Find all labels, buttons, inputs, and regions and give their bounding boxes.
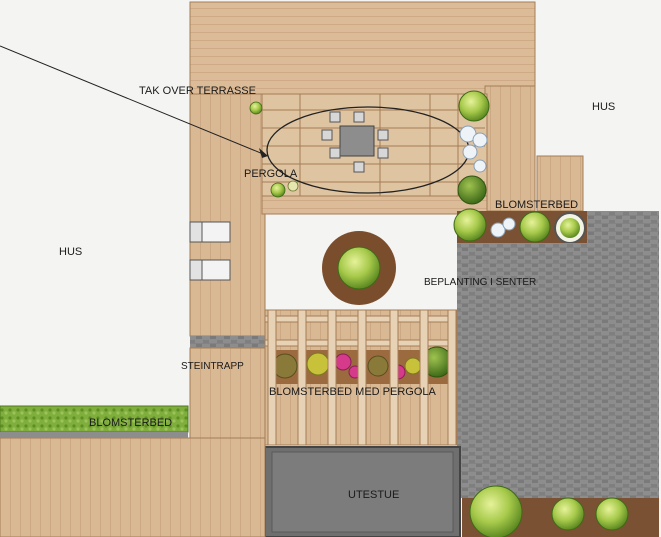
label-hus-right: HUS	[592, 101, 615, 113]
lounge-chairs	[189, 221, 231, 281]
utestue-roof	[271, 451, 454, 533]
small-plant	[249, 101, 263, 115]
label-hus-left: HUS	[59, 246, 82, 258]
small-step	[536, 155, 584, 212]
label-utestue: UTESTUE	[348, 489, 399, 501]
small-plant	[270, 182, 286, 198]
shrub	[551, 497, 585, 531]
pergola-bottom-deck	[261, 195, 488, 215]
stone-stair-strip	[190, 336, 265, 348]
label-beplanting-i-senter: BEPLANTING I SENTER	[424, 277, 536, 288]
stone-paving-top	[587, 211, 659, 243]
bed-plants	[272, 346, 453, 380]
shrub	[560, 218, 580, 238]
centre-shrub	[337, 246, 381, 290]
hedge-bed	[0, 405, 189, 433]
label-blomsterbed-left: BLOMSTERBED	[89, 417, 172, 429]
stone-paving	[457, 243, 659, 498]
roof-deck	[189, 1, 536, 95]
big-shrub	[469, 485, 523, 537]
hedge-bed-border	[0, 432, 188, 438]
label-blomsterbed-top: BLOMSTERBED	[495, 199, 578, 211]
small-plant	[287, 180, 299, 192]
bed-pergola-beams	[264, 309, 458, 446]
shrub	[453, 208, 487, 242]
flower	[490, 222, 506, 238]
label-steintrapp: STEINTRAPP	[181, 361, 244, 372]
leader-arrowhead	[259, 148, 268, 158]
left-deck	[189, 93, 266, 337]
right-planting-column	[457, 90, 490, 205]
leader-line	[0, 45, 269, 157]
bottom-deck	[0, 437, 266, 537]
right-deck	[484, 85, 536, 212]
flower	[502, 217, 516, 231]
shrub	[519, 211, 551, 243]
dining-set	[321, 111, 389, 173]
shrub	[595, 497, 629, 531]
label-pergola: PERGOLA	[244, 168, 298, 180]
label-tak-over-terrasse: TAK OVER TERRASSE	[139, 85, 256, 97]
label-blomsterbed-med-pergola: BLOMSTERBED MED PERGOLA	[269, 386, 437, 398]
